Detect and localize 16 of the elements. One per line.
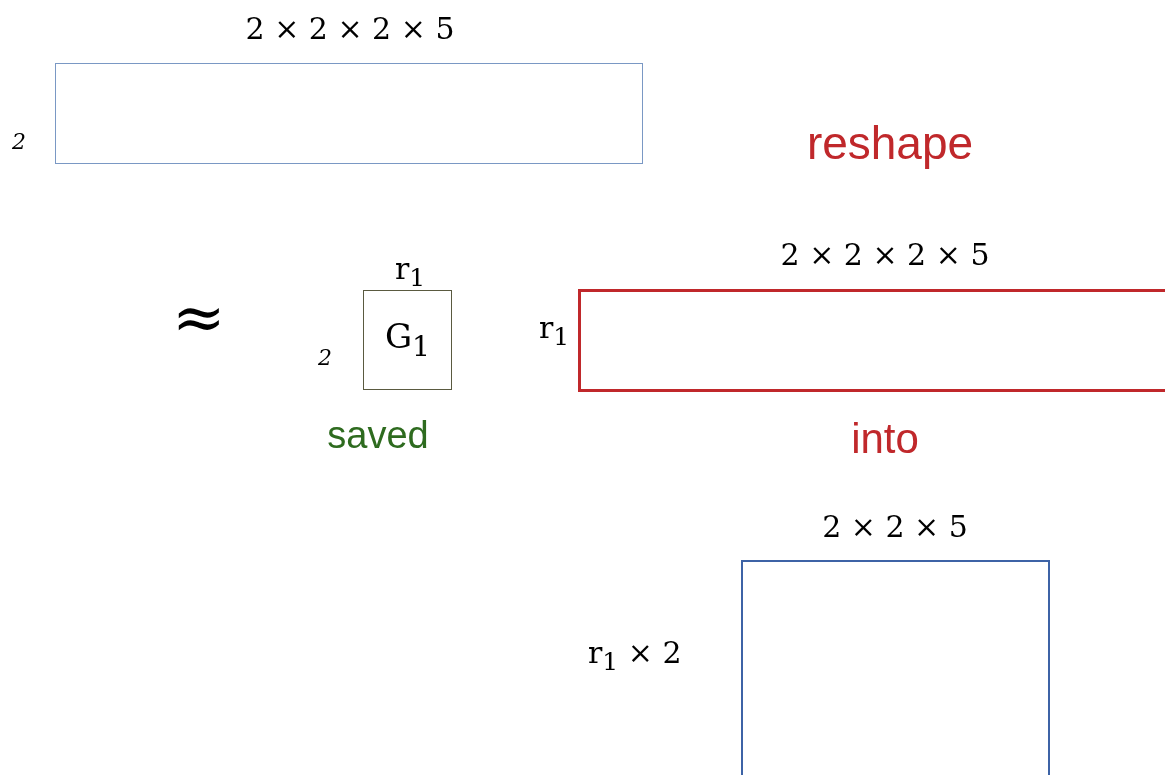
matrix-box xyxy=(741,560,1050,775)
matrix-box xyxy=(578,289,1165,392)
approx-symbol: ≈ xyxy=(172,285,226,349)
matrix-box xyxy=(55,63,643,164)
dimension-label: 2 xyxy=(12,131,26,153)
note-text: saved xyxy=(327,416,429,454)
dimension-label: 2 × 2 × 5 xyxy=(822,512,968,542)
dimension-label: 2 × 2 × 2 × 5 xyxy=(245,14,455,44)
dimension-label: r$_{1}$ × 2 xyxy=(588,638,682,674)
dimension-label: r$_{1}$ xyxy=(394,254,426,290)
annotation-text: into xyxy=(851,418,919,460)
dimension-label: r$_{1}$ xyxy=(539,313,570,349)
dimension-label: 2 xyxy=(318,347,332,369)
core-label: G$_{1}$ xyxy=(384,318,431,362)
dimension-label: 2 × 2 × 2 × 5 xyxy=(780,240,990,270)
core-box xyxy=(363,290,452,390)
